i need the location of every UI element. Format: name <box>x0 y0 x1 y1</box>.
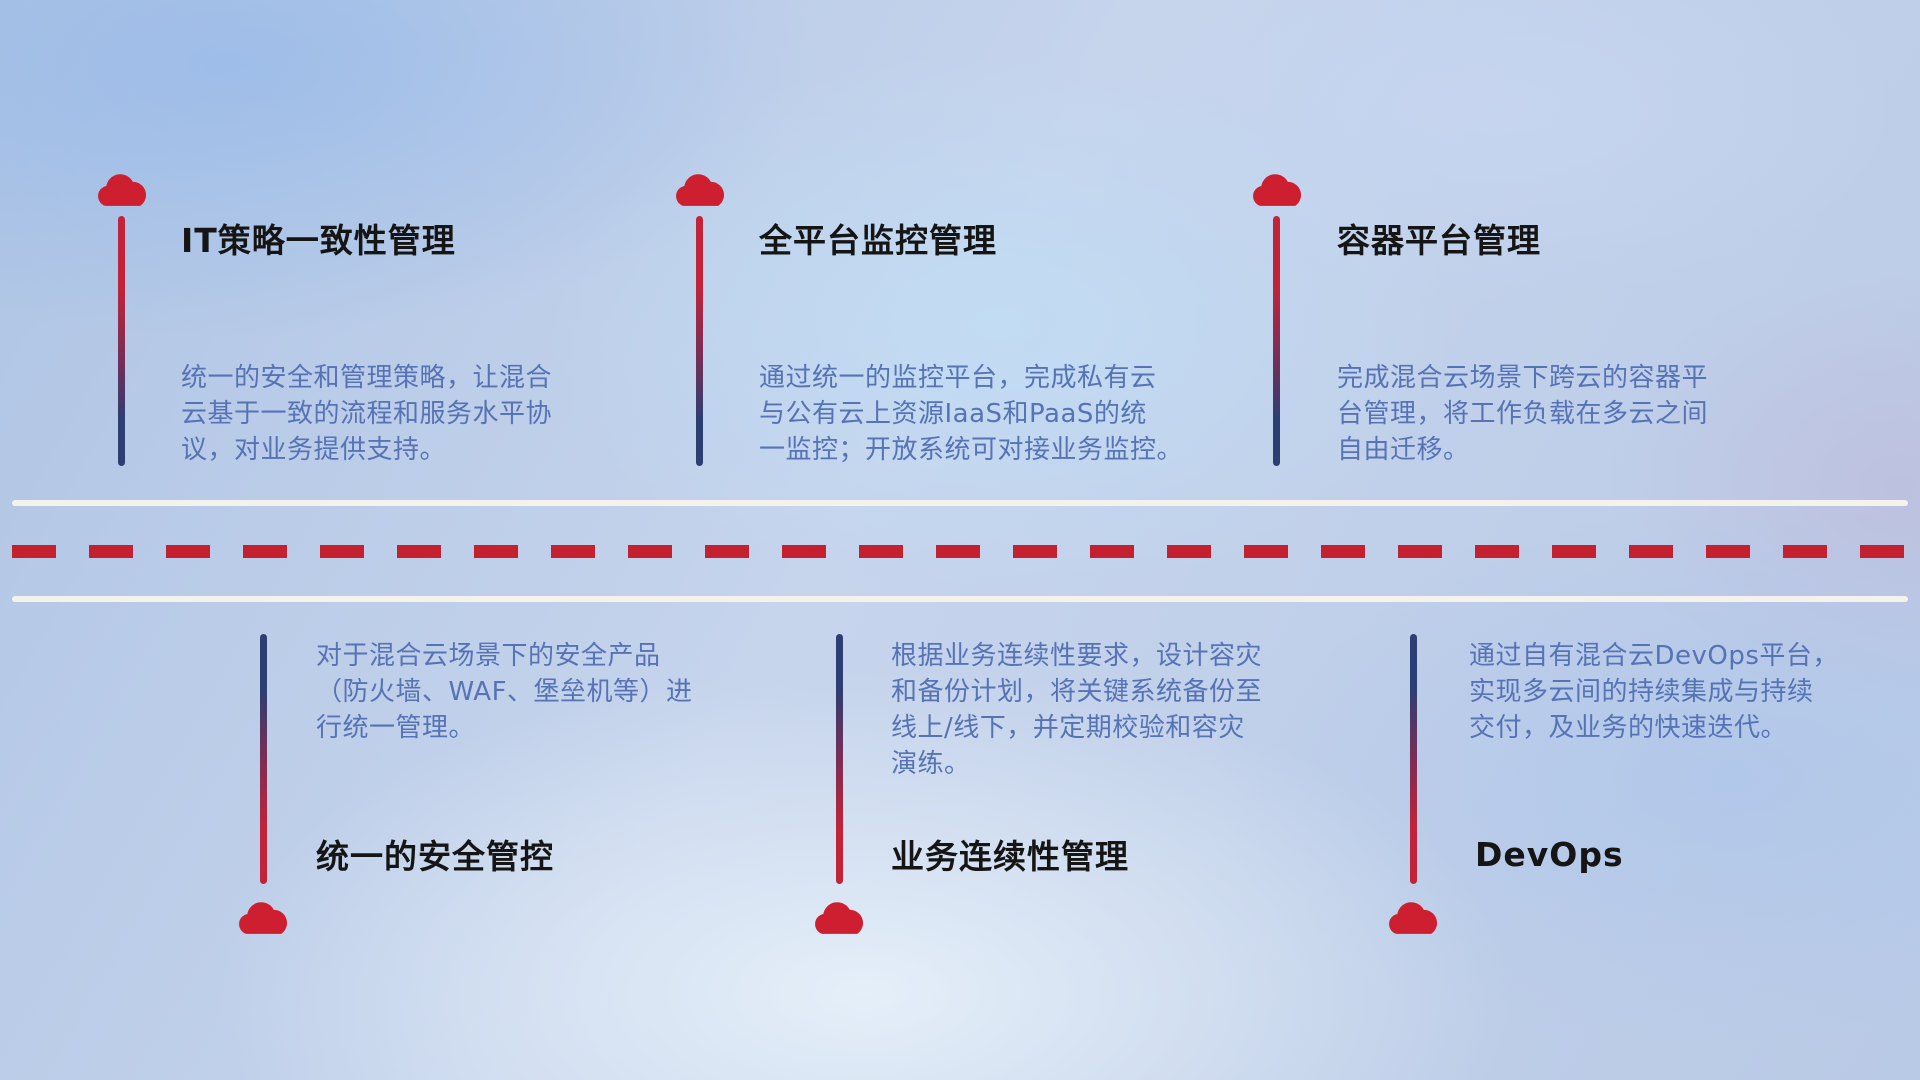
road-top-line <box>12 500 1908 506</box>
timeline-stem <box>1273 216 1280 466</box>
timeline-stem <box>1410 634 1417 884</box>
timeline-stem <box>836 634 843 884</box>
feature-title: IT策略一致性管理 <box>181 221 456 260</box>
feature-title: 容器平台管理 <box>1337 221 1541 260</box>
cloud-icon <box>98 174 147 206</box>
cloud-icon <box>676 174 725 206</box>
timeline-stem <box>118 216 125 466</box>
cloud-icon <box>239 902 288 934</box>
feature-description: 根据业务连续性要求，设计容灾 和备份计划，将关键系统备份至 线上/线下，并定期校… <box>891 641 1263 779</box>
timeline-stem <box>260 634 267 884</box>
feature-description: 完成混合云场景下跨云的容器平 台管理，将工作负载在多云之间 自由迁移。 <box>1337 363 1709 465</box>
feature-description: 通过统一的监控平台，完成私有云 与公有云上资源IaaS和PaaS的统 一监控；开… <box>759 363 1184 465</box>
feature-title: 统一的安全管控 <box>316 837 554 876</box>
feature-title: 业务连续性管理 <box>891 837 1129 876</box>
road-bottom-line <box>12 596 1908 602</box>
road-dashed-center-line <box>12 545 1908 558</box>
cloud-icon <box>815 902 864 934</box>
cloud-icon <box>1253 174 1302 206</box>
feature-description: 对于混合云场景下的安全产品 （防火墙、WAF、堡垒机等）进 行统一管理。 <box>316 641 693 743</box>
feature-title: 全平台监控管理 <box>759 221 997 260</box>
timeline-stem <box>696 216 703 466</box>
feature-title: DevOps <box>1475 835 1624 874</box>
cloud-icon <box>1389 902 1438 934</box>
feature-description: 通过自有混合云DevOps平台， 实现多云间的持续集成与持续 交付，及业务的快速… <box>1469 641 1839 743</box>
feature-description: 统一的安全和管理策略，让混合 云基于一致的流程和服务水平协 议，对业务提供支持。 <box>181 363 553 465</box>
